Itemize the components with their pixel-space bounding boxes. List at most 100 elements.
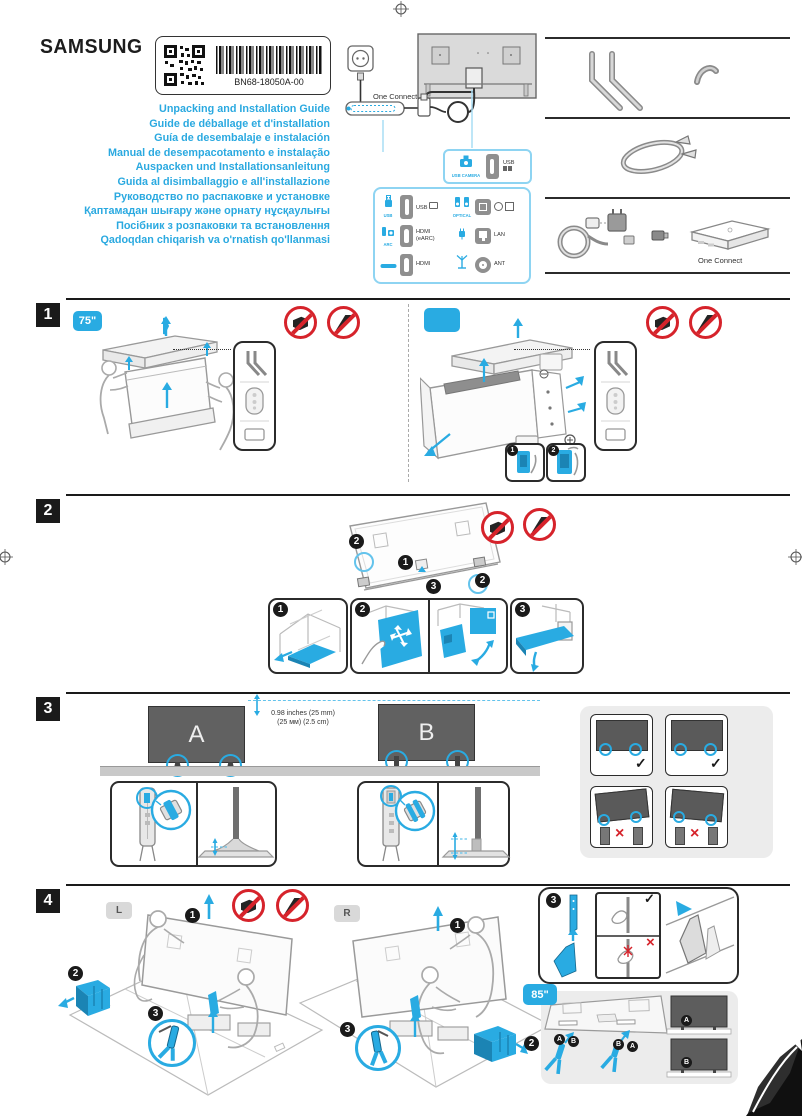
no-blade-icon-right <box>689 306 722 339</box>
ports-panel: USB USB OPTICAL ARC HDMI (eARC) <box>373 187 531 284</box>
blade-glyph <box>335 314 352 331</box>
section4-number: 4 <box>36 889 60 913</box>
section1-rule <box>66 298 790 300</box>
usb-icon <box>384 195 392 207</box>
latch-step1-art <box>517 451 537 474</box>
no-boxcutter-icon-right <box>646 306 679 339</box>
tv-b-label: B <box>418 718 435 746</box>
no-lean-panel-icon-s2 <box>523 508 556 541</box>
port-cell-ant: ANT <box>452 250 525 279</box>
usb-camera-port-label: USB <box>502 160 525 174</box>
stand-side-view-b <box>441 787 511 860</box>
ok-b-foot-r <box>704 743 717 756</box>
accessory-divider-1 <box>545 37 790 39</box>
bad-b-leg-r <box>708 827 718 845</box>
port-cell-lan: LAN <box>452 221 525 250</box>
ok-b-foot-l <box>674 743 687 756</box>
size-badge-blank <box>424 308 460 332</box>
soundbar-icon <box>380 263 396 268</box>
stand-legs-accessory <box>589 51 643 111</box>
arc-speaker-icon <box>382 227 394 236</box>
bad-b-cross: × <box>690 825 700 842</box>
measurement-line2: (25 мм) (2.5 cm) <box>277 719 329 726</box>
leg-grip-check: ✓ <box>644 891 655 906</box>
ant-port-label: ANT <box>494 261 506 268</box>
samsung-logo: SAMSUNG <box>40 36 143 58</box>
port-cell-hdmi: HDMI <box>379 250 452 279</box>
table-surface <box>100 766 540 776</box>
ok-a-foot-r <box>629 743 642 756</box>
lan-plug-icon <box>459 228 465 239</box>
placement-ok-a: ✓ <box>590 714 653 776</box>
ok-b-check: ✓ <box>710 755 722 771</box>
leg-position-art <box>544 995 732 1078</box>
usb-port-slot <box>400 194 413 219</box>
group-b-divider <box>437 783 439 865</box>
accessory-divider-2 <box>545 117 790 119</box>
part-number: BN68-18050A-00 <box>234 77 304 87</box>
antenna-icon <box>456 255 468 269</box>
placement-bad-a: × <box>590 786 653 848</box>
section1-number: 1 <box>36 303 60 327</box>
ok-a-foot-l <box>599 743 612 756</box>
no-boxcutter-icon-s4 <box>232 889 265 922</box>
s4l-step2-dot: 2 <box>68 966 83 981</box>
latch-step1-dot: 1 <box>507 445 518 456</box>
boxcutter-glyph-s4 <box>240 899 257 914</box>
digital-audio-out-glyphs <box>494 202 514 211</box>
usb-camera-icon <box>459 155 472 167</box>
stand-side-view-a <box>197 787 275 858</box>
section3-rule <box>66 692 790 694</box>
placement-examples-panel: ✓ ✓ × × <box>580 706 773 858</box>
barcode <box>216 46 322 74</box>
foam-step3-art <box>516 604 574 672</box>
measurement-line1: 0.98 inches (25 mm) <box>271 710 335 717</box>
s4l-magnifier-leg <box>157 1025 180 1061</box>
left-side-badge: L <box>106 902 132 919</box>
section1-accessory-panel-right <box>594 341 637 451</box>
stand-attach-illustration-right <box>298 916 543 1088</box>
tv-unpack-step3-dot: 3 <box>426 579 441 594</box>
foam-step1-art <box>274 609 341 668</box>
placement-bad-b: × <box>665 786 728 848</box>
leg-position-panel: A B B A A B <box>541 991 738 1084</box>
adapter-accessory <box>651 230 669 241</box>
bad-a-cross: × <box>615 825 625 842</box>
lift-box-illustration-right <box>420 318 586 469</box>
placement-ok-b: ✓ <box>665 714 728 776</box>
title-pt: Manual de desempacotamento e instalação <box>107 146 330 159</box>
foam-step1-dot: 1 <box>273 602 288 617</box>
title-uz: Qadoqdan chiqarish va o'rnatish qo'llanm… <box>100 234 330 247</box>
registration-mark-top <box>393 1 409 17</box>
title-de: Auspacken und Installationsanleitung <box>135 161 330 174</box>
leg-marker-b1: B <box>568 1036 579 1047</box>
title-es: Guía de desembalaje e instalación <box>154 132 330 145</box>
stand-leg-detail-b <box>380 785 436 862</box>
tv-unpack-step1-dot: 1 <box>398 555 413 570</box>
title-uk: Посібник з розпаковки та встановлення <box>116 219 330 232</box>
tv-marker-b: B <box>681 1057 692 1068</box>
right-side-badge: R <box>334 905 360 922</box>
lan-port-label: LAN <box>494 232 505 239</box>
bad-a-foot-r <box>630 811 642 823</box>
tv-a-foot-right-highlight <box>219 754 242 777</box>
usb-port-label: USB <box>416 201 439 212</box>
bad-b-foot-r <box>705 814 717 826</box>
no-boxcutter-icon <box>284 306 317 339</box>
bad-a-leg-l <box>600 827 610 845</box>
section2-rule <box>66 494 790 496</box>
arc-icon-label: ARC <box>383 242 393 247</box>
leg-grip-art <box>553 892 735 979</box>
hdmi-earc-port-slot <box>400 224 413 247</box>
port-cell-optical: OPTICAL <box>452 192 525 221</box>
stand-detail-group-b <box>357 781 511 867</box>
title-ru: Руководство по распаковке и установке <box>113 190 330 203</box>
foam-step2b-art <box>437 603 496 666</box>
lean-panel-glyph-s2 <box>531 516 548 533</box>
camera-port-box: USB CAMERA USB <box>443 149 532 184</box>
s4r-up-arrow <box>433 906 443 931</box>
hdmi-port-slot <box>400 253 413 276</box>
tv-unpack-step2-dot: 2 <box>349 534 364 549</box>
stand-leg-detail-a <box>136 787 192 862</box>
small-bracket-accessory <box>694 65 719 85</box>
